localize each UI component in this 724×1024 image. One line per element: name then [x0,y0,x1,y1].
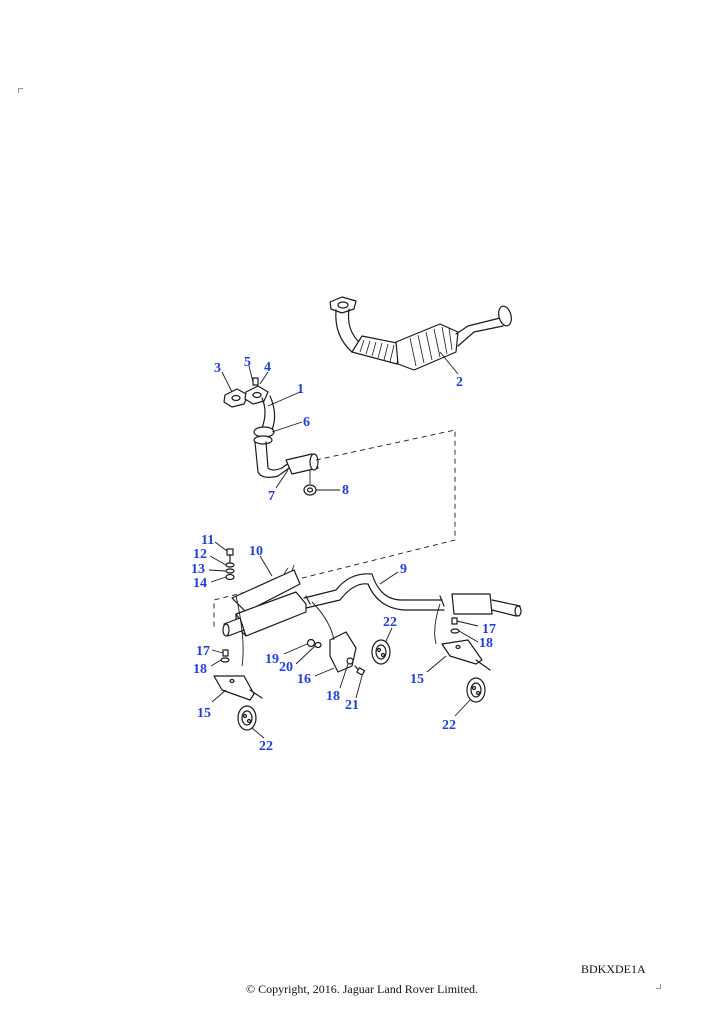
crop-mark-bottom-right [656,984,661,989]
callout-8: 8 [342,483,349,498]
callout-22-centre: 22 [383,615,397,630]
callout-3: 3 [214,361,221,376]
callout-17-right: 17 [482,622,496,637]
centre-hanger-bracket [306,631,391,676]
callout-6: 6 [303,415,310,430]
front-pipe-catalyst-assembly [329,296,512,371]
callout-15-right: 15 [410,672,424,687]
rear-exhaust-assembly [222,564,522,637]
callout-18-right: 18 [479,636,493,651]
copyright-notice: © Copyright, 2016. Jaguar Land Rover Lim… [245,982,479,996]
callout-22-right: 22 [442,718,456,733]
crop-mark-top-left [18,88,23,93]
callout-11: 11 [201,533,214,548]
leader-lines [208,351,479,739]
callout-labels: 1 2 3 4 5 6 7 8 9 10 11 12 13 14 15 15 1… [191,355,496,754]
callout-15-left: 15 [197,706,211,721]
intermediate-pipe-assembly [223,377,319,496]
callout-2: 2 [456,375,463,390]
bolt-washer-stack [225,548,235,581]
callout-21: 21 [345,698,359,713]
callout-20: 20 [279,660,293,675]
dashed-connection-lines [213,429,456,630]
callout-9: 9 [400,562,407,577]
callout-12: 12 [193,547,207,562]
diagram-reference-code: BDKXDE1A [581,962,646,976]
callout-7: 7 [268,489,275,504]
right-hanger-bracket [441,617,491,703]
callout-5: 5 [244,355,251,370]
callout-17-left: 17 [196,644,210,659]
callout-1: 1 [297,382,304,397]
callout-14: 14 [193,576,207,591]
callout-10: 10 [249,544,263,559]
callout-16: 16 [297,672,311,687]
left-hanger-bracket [213,649,263,731]
callout-19: 19 [265,652,279,667]
callout-18-centre: 18 [326,689,340,704]
callout-22-left: 22 [259,739,273,754]
callout-13: 13 [191,562,205,577]
callout-4: 4 [264,360,271,375]
callout-18-left: 18 [193,662,207,677]
